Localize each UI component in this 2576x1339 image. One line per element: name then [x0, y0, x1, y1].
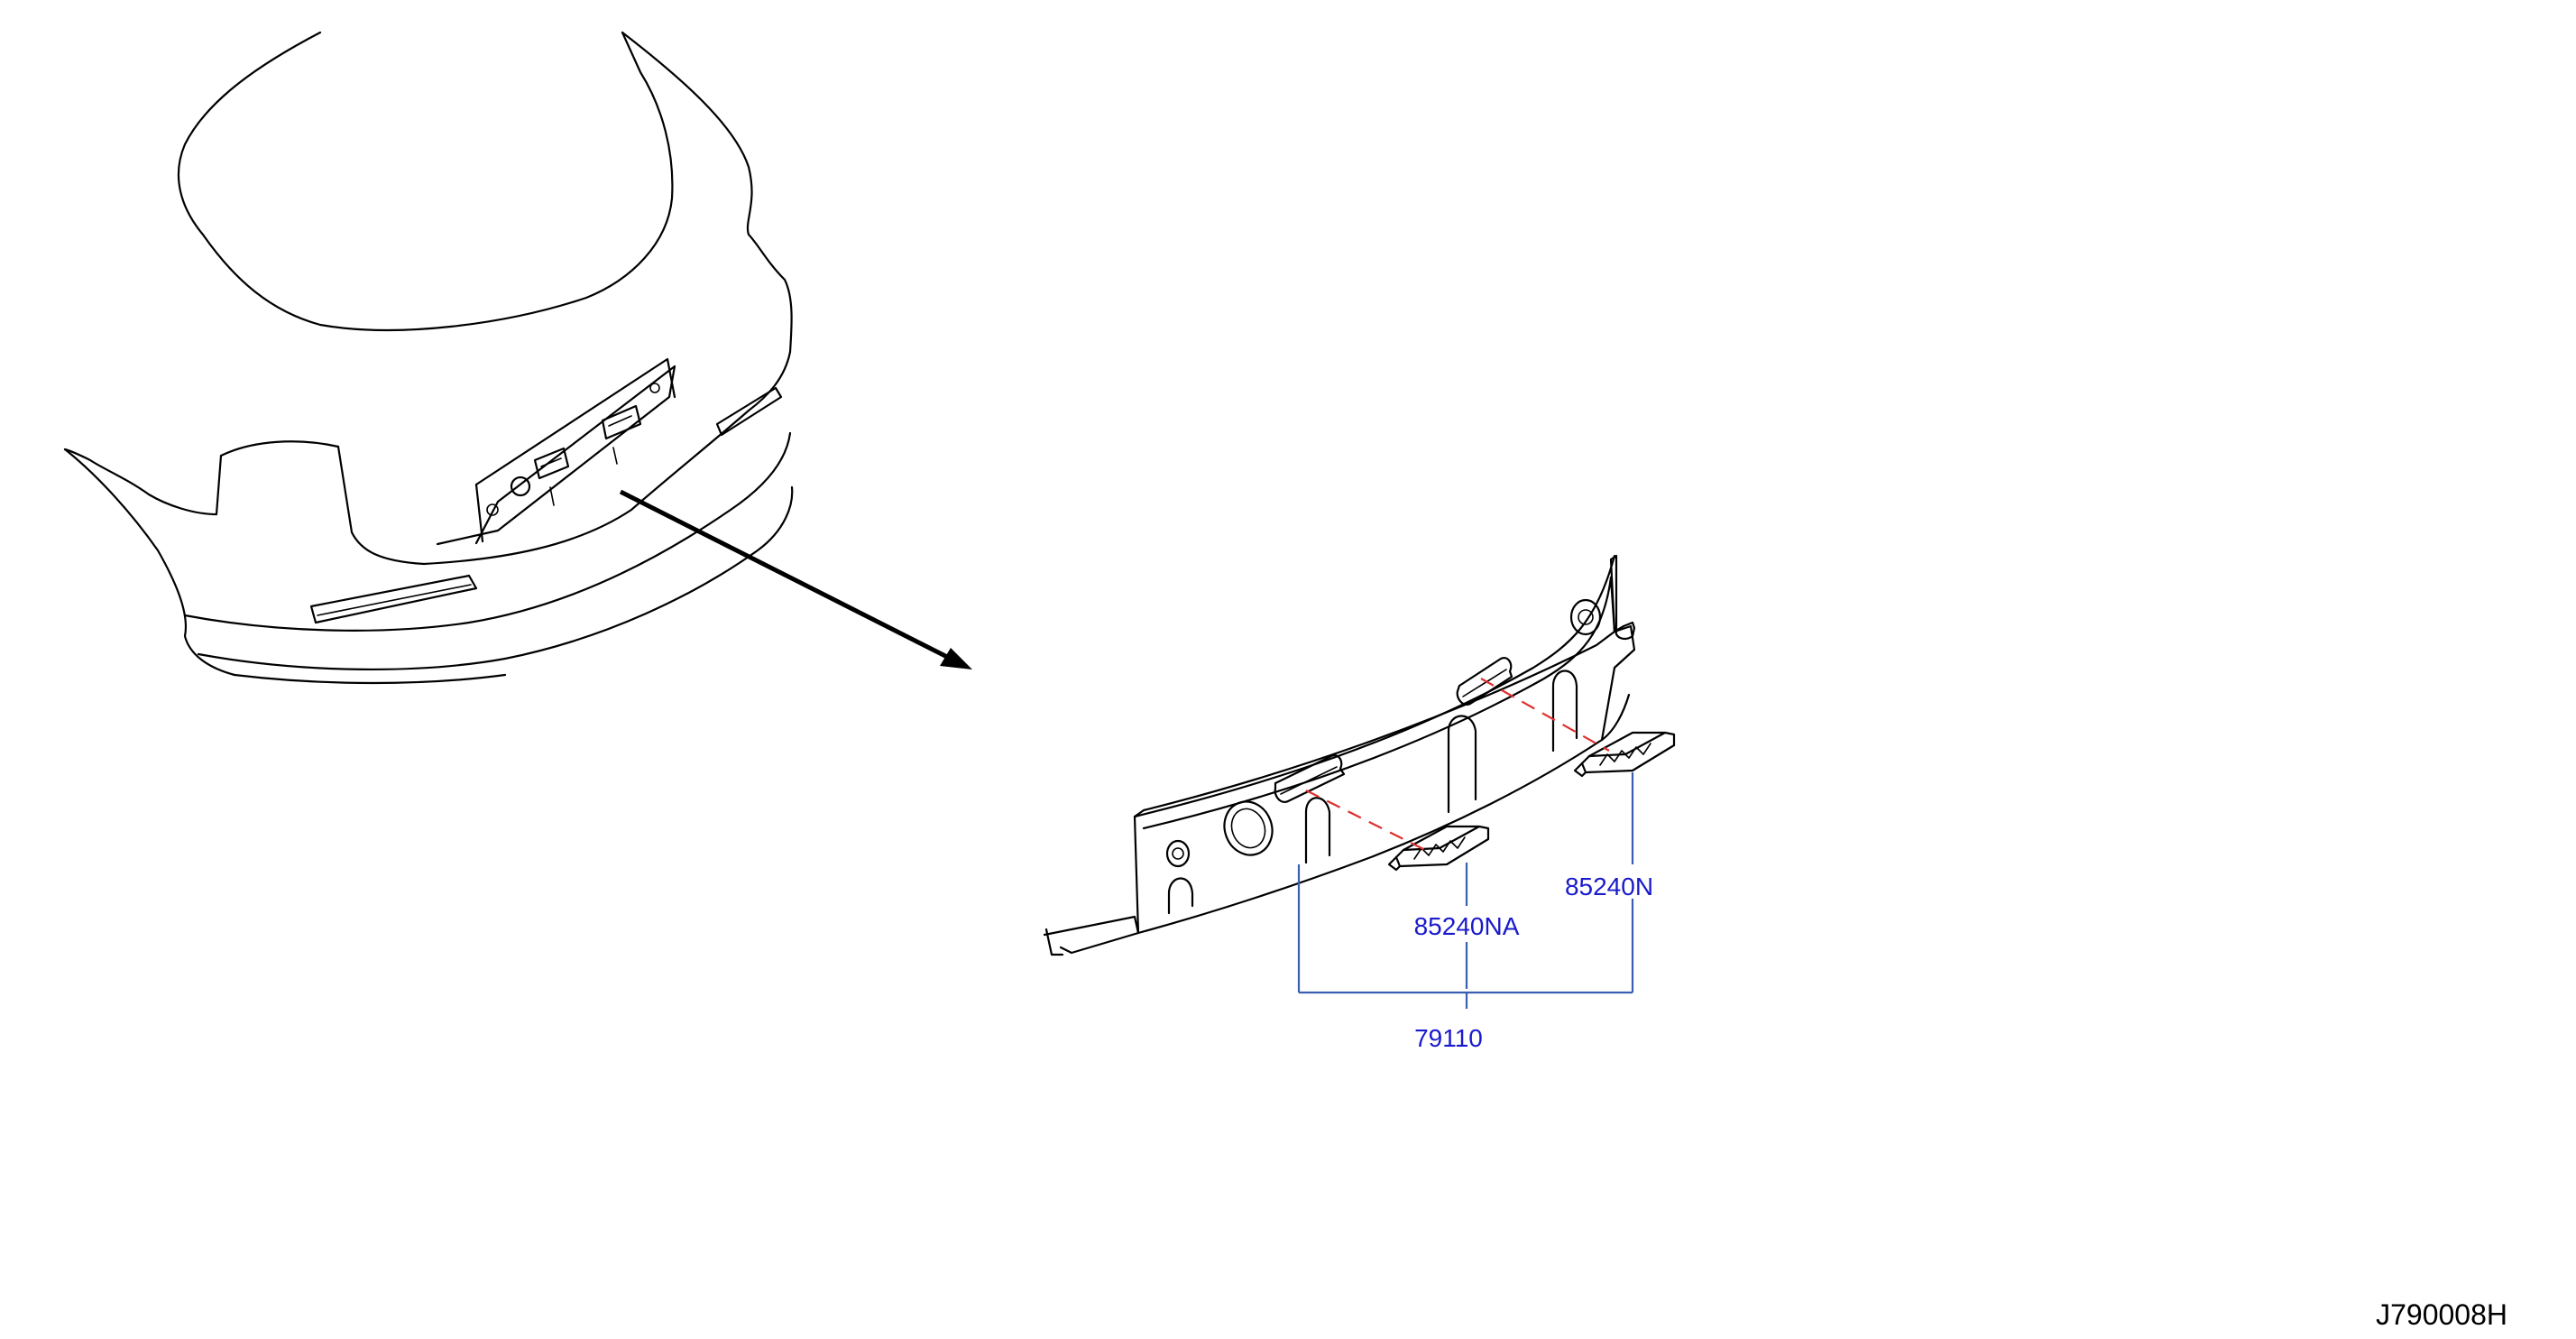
- diagram-reference-code: J790008H: [2376, 1298, 2507, 1331]
- rear-panel-assembly: [1043, 554, 1636, 956]
- detail-arrow: [619, 489, 972, 670]
- installation-guides: [1305, 678, 1610, 851]
- callout-leaders: [1297, 772, 1634, 1009]
- callout-85240NA: 85240NA: [1414, 912, 1520, 940]
- clip-85240NA-drawing: [1387, 825, 1490, 872]
- vehicle-rear-illustration: [63, 31, 794, 685]
- guide-85240N: [1480, 678, 1610, 752]
- callout-85240N: 85240N: [1565, 873, 1653, 900]
- callout-79110: 79110: [1414, 1024, 1483, 1052]
